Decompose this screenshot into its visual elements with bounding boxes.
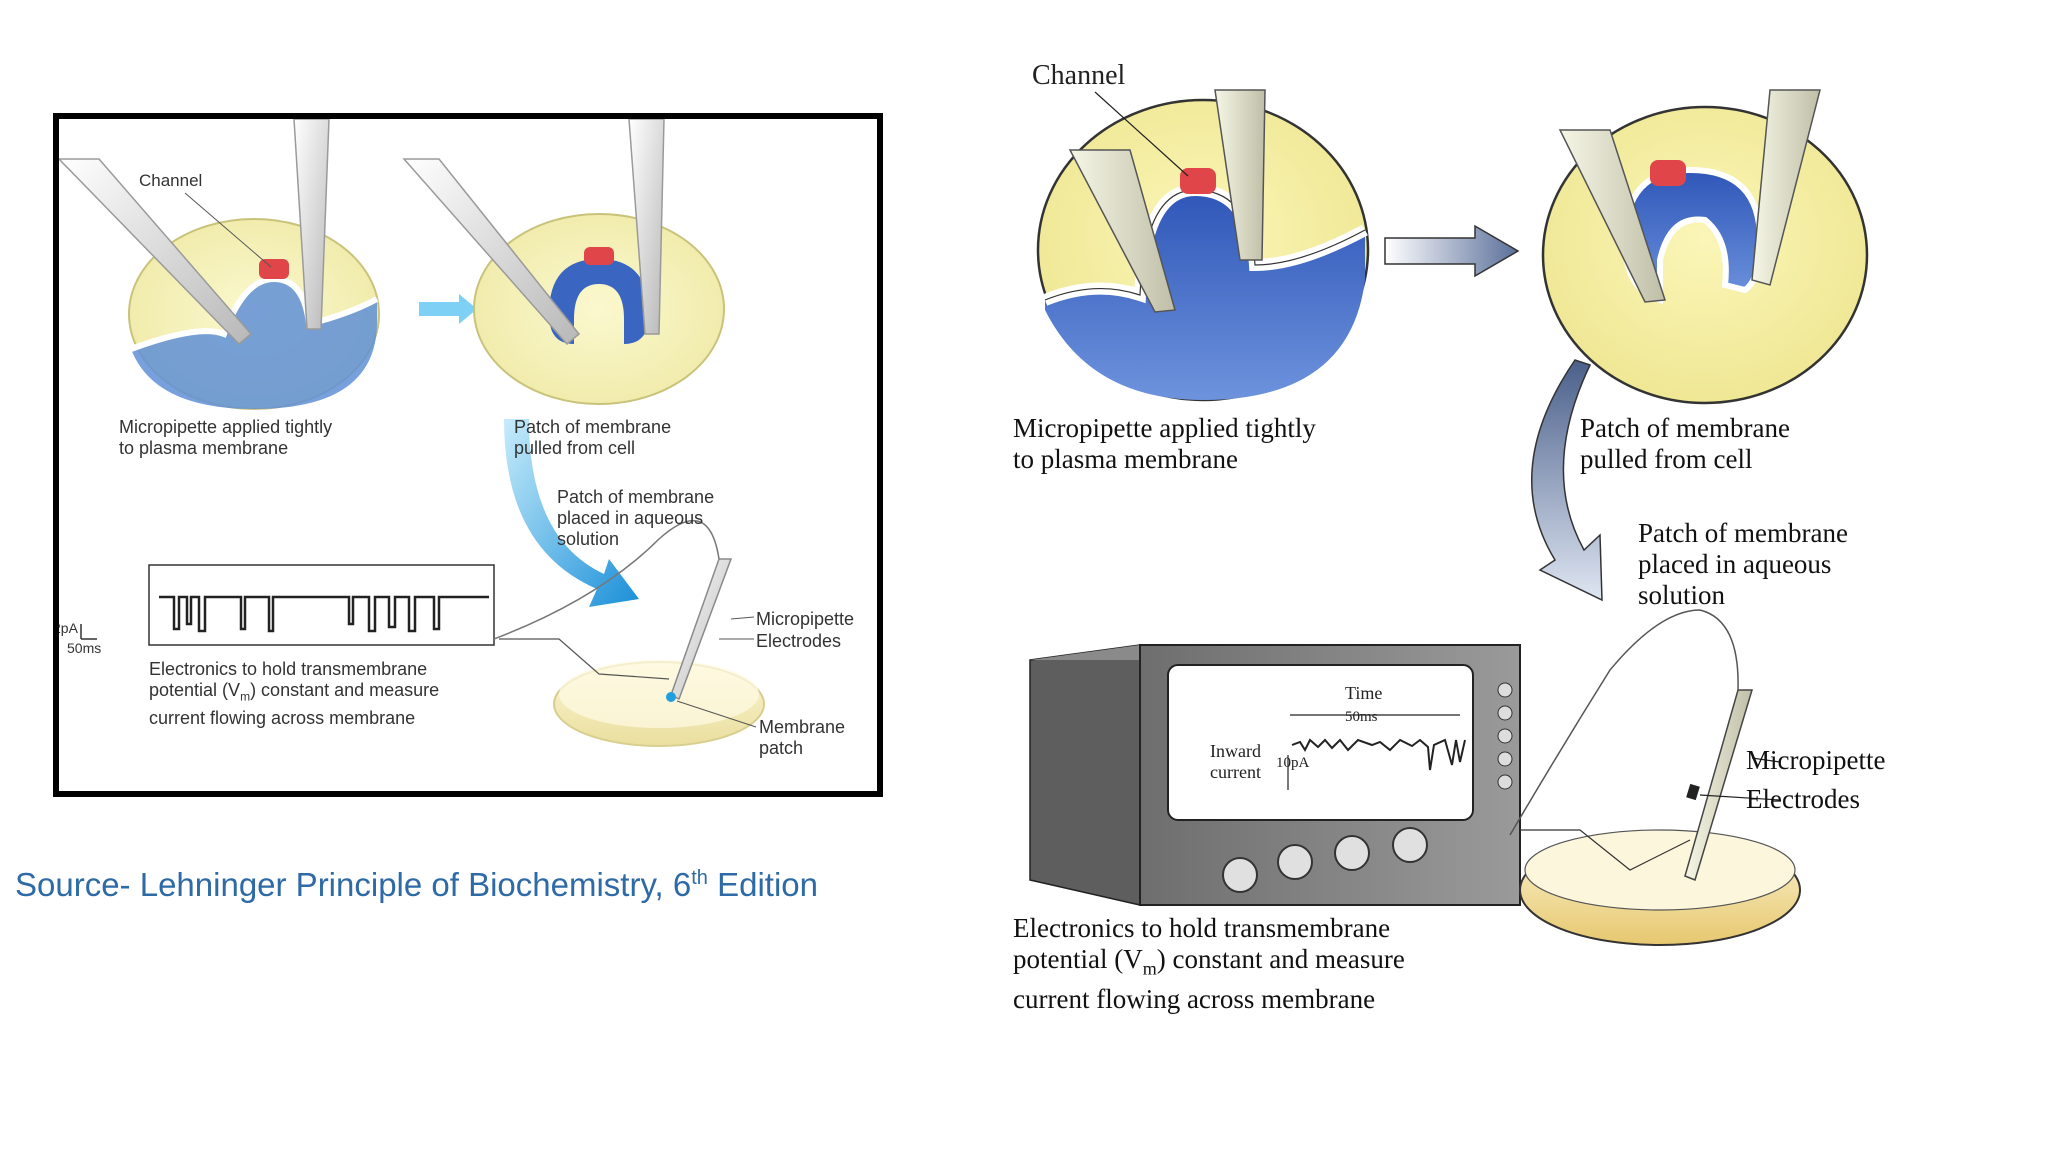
left-cell-2 bbox=[402, 119, 725, 405]
right-electronics-line1: Electronics to hold transmembrane bbox=[1013, 913, 1391, 943]
left-current-trace bbox=[80, 564, 495, 646]
left-figure-diagram: Channel 2pA 50ms bbox=[59, 119, 765, 747]
left-step3-line1: Patch of membrane bbox=[557, 487, 715, 507]
knob-1-icon bbox=[1222, 857, 1258, 893]
left-membrane-patch-label: Membrane patch bbox=[759, 717, 845, 759]
right-electrodes-label: Electrodes bbox=[1746, 784, 1860, 814]
left-channel-label: Channel bbox=[139, 171, 202, 190]
channel-icon bbox=[259, 259, 289, 279]
left-figure-frame: Channel 2pA 50ms bbox=[53, 113, 883, 797]
left-cell-1 bbox=[59, 119, 380, 410]
right-step2-label: Patch of membrane pulled from cell bbox=[1580, 413, 1790, 475]
right-step2-line1: Patch of membrane bbox=[1580, 413, 1790, 443]
left-step2-label: Patch of membrane pulled from cell bbox=[514, 417, 671, 459]
right-step1-line2: to plasma membrane bbox=[1013, 444, 1238, 474]
right-figure-diagram: Channel Time 50ms Inward current 10pA bbox=[1029, 60, 1869, 946]
right-screen bbox=[1167, 664, 1474, 821]
left-curved-arrow-icon bbox=[504, 419, 639, 607]
left-electronics-line1: Electronics to hold transmembrane bbox=[149, 659, 428, 679]
left-electrodes-label: Electrodes bbox=[756, 631, 842, 651]
left-step3-line2: placed in aqueous bbox=[557, 508, 704, 528]
left-step2-line1: Patch of membrane bbox=[514, 417, 672, 437]
right-step3-line2: placed in aqueous bbox=[1638, 549, 1832, 579]
right-step2-line2: pulled from cell bbox=[1580, 444, 1753, 474]
left-step-arrow-icon bbox=[419, 294, 477, 324]
right-electronics-line2: potential (Vm) constant and measure bbox=[1013, 944, 1405, 979]
right-cell-1 bbox=[1036, 89, 1370, 402]
right-cell-2 bbox=[1541, 89, 1869, 405]
right-channel-label: Channel bbox=[1032, 60, 1126, 91]
left-electronics-line2: potential (Vm) constant and measure bbox=[149, 680, 440, 704]
left-scale-current: 2pA bbox=[59, 620, 79, 636]
knob-2-icon bbox=[1277, 844, 1313, 880]
knob-4-icon bbox=[1392, 827, 1428, 863]
left-step1-line1: Micropipette applied tightly bbox=[119, 417, 333, 437]
left-step1-label: Micropipette applied tightly to plasma m… bbox=[119, 417, 332, 459]
right-dish bbox=[1509, 609, 1801, 946]
left-step2-line2: pulled from cell bbox=[514, 438, 636, 458]
right-micropipette-label: Micropipette bbox=[1746, 745, 1886, 775]
right-step3-line1: Patch of membrane bbox=[1638, 518, 1848, 548]
source-caption: Source- Lehninger Principle of Biochemis… bbox=[15, 866, 818, 903]
right-micropipette-tip-icon bbox=[1068, 149, 1176, 313]
right-micropipette-icon bbox=[1684, 689, 1754, 882]
right-step3-line3: solution bbox=[1638, 580, 1726, 610]
left-electronics-line3: current flowing across membrane bbox=[149, 707, 416, 728]
left-electronics-label: Electronics to hold transmembrane potent… bbox=[149, 659, 439, 729]
right-curved-arrow-icon bbox=[1531, 359, 1603, 602]
right-electronics-line3: current flowing across membrane bbox=[1013, 984, 1376, 1015]
left-membrane-patch-line1: Membrane bbox=[759, 717, 846, 737]
right-step1-line1: Micropipette applied tightly bbox=[1013, 413, 1316, 443]
right-step-arrow-icon bbox=[1384, 224, 1520, 278]
right-step3-label: Patch of membrane placed in aqueous solu… bbox=[1638, 518, 1848, 611]
knob-3-icon bbox=[1334, 835, 1370, 871]
right-channel-icon bbox=[1180, 168, 1216, 194]
left-step3-label: Patch of membrane placed in aqueous solu… bbox=[557, 487, 714, 550]
right-step1-label: Micropipette applied tightly to plasma m… bbox=[1013, 413, 1316, 475]
right-electronics-box bbox=[1029, 644, 1521, 906]
left-scale-time: 50ms bbox=[67, 640, 101, 656]
left-micropipette-label: Micropipette bbox=[756, 609, 855, 629]
right-electronics-label: Electronics to hold transmembrane potent… bbox=[1013, 913, 1405, 1015]
micropipette-icon bbox=[59, 158, 253, 346]
left-membrane-patch-line2: patch bbox=[759, 738, 804, 758]
left-step1-line2: to plasma membrane bbox=[119, 438, 289, 458]
left-dish bbox=[493, 520, 765, 747]
left-step3-line3: solution bbox=[557, 529, 620, 549]
